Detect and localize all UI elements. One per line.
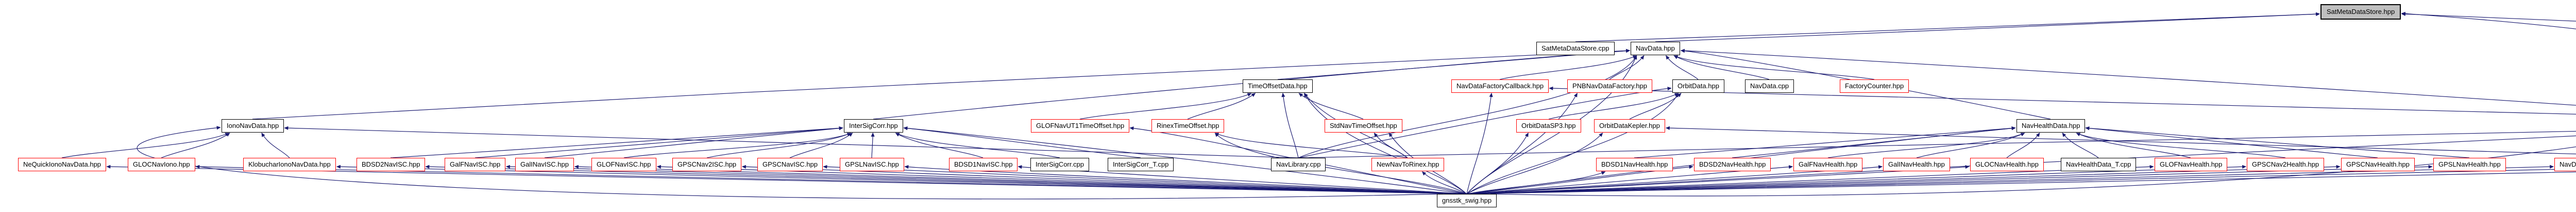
node-orbitdata_hpp[interactable]: OrbitData.hpp	[1672, 79, 1724, 93]
edge-newnavtorinex_hpp-to-rinextimeoffset_hpp	[1214, 133, 1408, 158]
node-glocnaviono_hpp[interactable]: GLOCNavIono.hpp	[128, 158, 195, 171]
edge-gnsstk_swig_hpp-to-navdatafactorycallback_hpp	[1466, 92, 1493, 194]
node-klobuchariononavdata_hpp[interactable]: KlobucharIonoNavData.hpp	[243, 158, 336, 171]
edge-gnsstk_swig_hpp-to-newnavtorinex_hpp	[1421, 171, 1467, 194]
node-gpslnavisc_hpp[interactable]: GPSLNavISC.hpp	[840, 158, 904, 171]
node-navdatafactorycallback_hpp[interactable]: NavDataFactoryCallback.hpp	[1451, 79, 1549, 93]
node-galinavhealth_hpp[interactable]: GalINavHealth.hpp	[1883, 158, 1950, 171]
edge-gpscnavhealth_hpp-to-navhealthdata_hpp	[2085, 126, 2378, 158]
edge-gpslnavhealth_hpp-to-navhealthdata_hpp	[2085, 126, 2470, 158]
node-navdata_cpp[interactable]: NavData.cpp	[1745, 79, 1794, 93]
node-gpscnavhealth_hpp[interactable]: GPSCNavHealth.hpp	[2341, 158, 2415, 171]
edge-intersigcorr_t_cpp-to-intersigcorr_hpp	[903, 126, 1141, 158]
node-bdsd1navhealth_hpp[interactable]: BDSD1NavHealth.hpp	[1596, 158, 1673, 171]
edge-navdatafactorycallback_hpp-to-navdata_hpp	[1499, 55, 1637, 80]
node-satmetadatastore_hpp[interactable]: SatMetaDataStore.hpp	[2320, 4, 2401, 20]
node-bdsd2navisc_hpp[interactable]: BDSD2NavISC.hpp	[357, 158, 426, 171]
node-navdatafactorywithstore_hpp[interactable]: NavDataFactoryWithStore.hpp	[2554, 158, 2576, 171]
edge-gnsstk_swig_hpp-to-bdsd2navhealth_hpp	[1466, 165, 1693, 194]
edge-orbitdatasp3_hpp-to-orbitdata_hpp	[1548, 93, 1679, 120]
edge-klobuchariononavdata_hpp-to-iononavdata_hpp	[261, 132, 290, 158]
edge-gnsstk_swig_hpp-to-orbitdatasp3_hpp	[1466, 132, 1529, 194]
edge-navhealthdata_hpp-to-navdata_hpp	[1680, 49, 2051, 120]
node-galfnavhealth_hpp[interactable]: GalFNavHealth.hpp	[1793, 158, 1863, 171]
node-galfnavisc_hpp[interactable]: GalFNavISC.hpp	[445, 158, 506, 171]
node-galinavisc_hpp[interactable]: GalINavISC.hpp	[515, 158, 574, 171]
edge-galinavhealth_hpp-to-navhealthdata_hpp	[1916, 133, 2025, 158]
node-gpscnavisc_hpp[interactable]: GPSCNavISC.hpp	[757, 158, 823, 171]
node-gnsstk_swig_hpp[interactable]: gnsstk_swig.hpp	[1437, 194, 1497, 207]
edge-navdatafactory_hpp-to-navdata_hpp	[1680, 48, 2576, 106]
edge-bdsd1navisc_hpp-to-intersigcorr_hpp	[895, 133, 984, 158]
edge-nequickiononavdata_hpp-to-iononavdata_hpp	[61, 133, 230, 158]
edge-glocnavhealth_hpp-to-navhealthdata_hpp	[2006, 133, 2040, 158]
edge-navlibrary_cpp-to-navdata_hpp	[1298, 55, 1637, 158]
edge-gnsstk_swig_hpp-to-satmetadatastore_hpp	[1490, 11, 2576, 197]
node-bdsd1navisc_hpp[interactable]: BDSD1NavISC.hpp	[949, 158, 1018, 171]
node-nequickiononavdata_hpp[interactable]: NeQuickIonoNavData.hpp	[18, 158, 107, 171]
node-timeoffsetdata_hpp[interactable]: TimeOffsetData.hpp	[1243, 79, 1313, 93]
node-stdnavtimeoffset_hpp[interactable]: StdNavTimeOffset.hpp	[1325, 119, 1402, 133]
edge-gnsstk_swig_hpp-to-orbitdata_hpp	[1466, 92, 1679, 194]
edge-navhealthdata_t_cpp-to-navhealthdata_hpp	[2062, 133, 2099, 158]
node-navlibrary_cpp[interactable]: NavLibrary.cpp	[1271, 158, 1326, 171]
edge-pnbnavdatafactory_hpp-to-navdata_hpp	[1609, 55, 1645, 80]
edge-navdata_cpp-to-navdata_hpp	[1673, 55, 1770, 80]
edge-gnsstk_swig_hpp-to-rinextimeoffset_hpp	[1214, 133, 1467, 194]
edge-glofnavhealth_hpp-to-navhealthdata_hpp	[2076, 133, 2191, 158]
edge-navlibrary_cpp-to-timeoffsetdata_hpp	[1281, 92, 1299, 158]
node-navhealthdata_hpp[interactable]: NavHealthData.hpp	[2016, 119, 2086, 133]
edge-stdnavtimeoffset_hpp-to-timeoffsetdata_hpp	[1298, 93, 1364, 120]
edge-glofnavut1timeoffset_hpp-to-timeoffsetdata_hpp	[1079, 93, 1252, 120]
node-glofnavisc_hpp[interactable]: GLOFNavISC.hpp	[591, 158, 656, 171]
node-bdsd2navhealth_hpp[interactable]: BDSD2NavHealth.hpp	[1694, 158, 1771, 171]
node-intersigcorr_cpp[interactable]: InterSigCorr.cpp	[1030, 158, 1089, 171]
node-navhealthdata_t_cpp[interactable]: NavHealthData_T.cpp	[2061, 158, 2137, 171]
node-intersigcorr_hpp[interactable]: InterSigCorr.hpp	[844, 119, 903, 133]
node-newnavtorinex_hpp[interactable]: NewNavToRinex.hpp	[1371, 158, 1445, 171]
edge-factorycounter_hpp-to-navdata_hpp	[1673, 55, 1875, 80]
edge-gnsstk_swig_hpp-to-orbitdatakepler_hpp	[1466, 133, 1603, 194]
node-glocnavhealth_hpp[interactable]: GLOCNavHealth.hpp	[1970, 158, 2044, 171]
edge-gnsstk_swig_hpp-to-bdsd1navhealth_hpp	[1466, 171, 1606, 194]
node-gpslnavhealth_hpp[interactable]: GPSLNavHealth.hpp	[2433, 158, 2506, 171]
edge-gnsstk_swig_hpp-to-intersigcorr_hpp	[903, 126, 1467, 194]
edge-intersigcorr_cpp-to-intersigcorr_hpp	[895, 133, 1060, 158]
edge-orbitdata_hpp-to-navdata_hpp	[1666, 55, 1699, 80]
node-iononavdata_hpp[interactable]: IonoNavData.hpp	[222, 119, 284, 133]
edge-gpscnavisc_hpp-to-intersigcorr_hpp	[789, 133, 853, 158]
node-pnbnavdatafactory_hpp[interactable]: PNBNavDataFactory.hpp	[1567, 79, 1652, 93]
edge-gpscnav2health_hpp-to-navhealthdata_hpp	[2076, 133, 2286, 158]
edge-gnsstk_swig_hpp-to-timeoffsetdata_hpp	[1304, 92, 1467, 194]
edge-gpslnavisc_hpp-to-intersigcorr_hpp	[871, 132, 875, 158]
node-glofnavut1timeoffset_hpp[interactable]: GLOFNavUT1TimeOffset.hpp	[1031, 119, 1130, 133]
node-satmetadatastore_cpp[interactable]: SatMetaDataStore.cpp	[1536, 42, 1615, 55]
edge-galinavisc_hpp-to-intersigcorr_hpp	[544, 126, 843, 158]
edge-newnavtorinex_hpp-to-stdnavtimeoffset_hpp	[1374, 133, 1408, 158]
node-gpscnav2isc_hpp[interactable]: GPSCNav2ISC.hpp	[672, 158, 742, 171]
node-orbitdatasp3_hpp[interactable]: OrbitDataSP3.hpp	[1516, 119, 1581, 133]
edge-gnsstk_swig_hpp-to-iononavdata_hpp	[137, 126, 1444, 200]
edge-gnsstk_swig_hpp-to-gpslnavisc_hpp	[904, 165, 1467, 194]
edge-gpscnav2isc_hpp-to-intersigcorr_hpp	[706, 133, 852, 158]
node-intersigcorr_t_cpp[interactable]: InterSigCorr_T.cpp	[1108, 158, 1174, 171]
node-navdata_hpp[interactable]: NavData.hpp	[1631, 42, 1680, 55]
edge-rinextimeoffset_hpp-to-timeoffsetdata_hpp	[1187, 93, 1256, 120]
edge-glofnavisc_hpp-to-intersigcorr_hpp	[623, 133, 852, 158]
node-glofnavhealth_hpp[interactable]: GLOFNavHealth.hpp	[2155, 158, 2228, 171]
node-orbitdatakepler_hpp[interactable]: OrbitDataKepler.hpp	[1594, 119, 1665, 133]
edge-glocnaviono_hpp-to-iononavdata_hpp	[161, 133, 230, 158]
node-gpscnav2health_hpp[interactable]: GPSCNav2Health.hpp	[2247, 158, 2325, 171]
node-factorycounter_hpp[interactable]: FactoryCounter.hpp	[1840, 79, 1909, 93]
node-rinextimeoffset_hpp[interactable]: RinexTimeOffset.hpp	[1151, 119, 1225, 133]
